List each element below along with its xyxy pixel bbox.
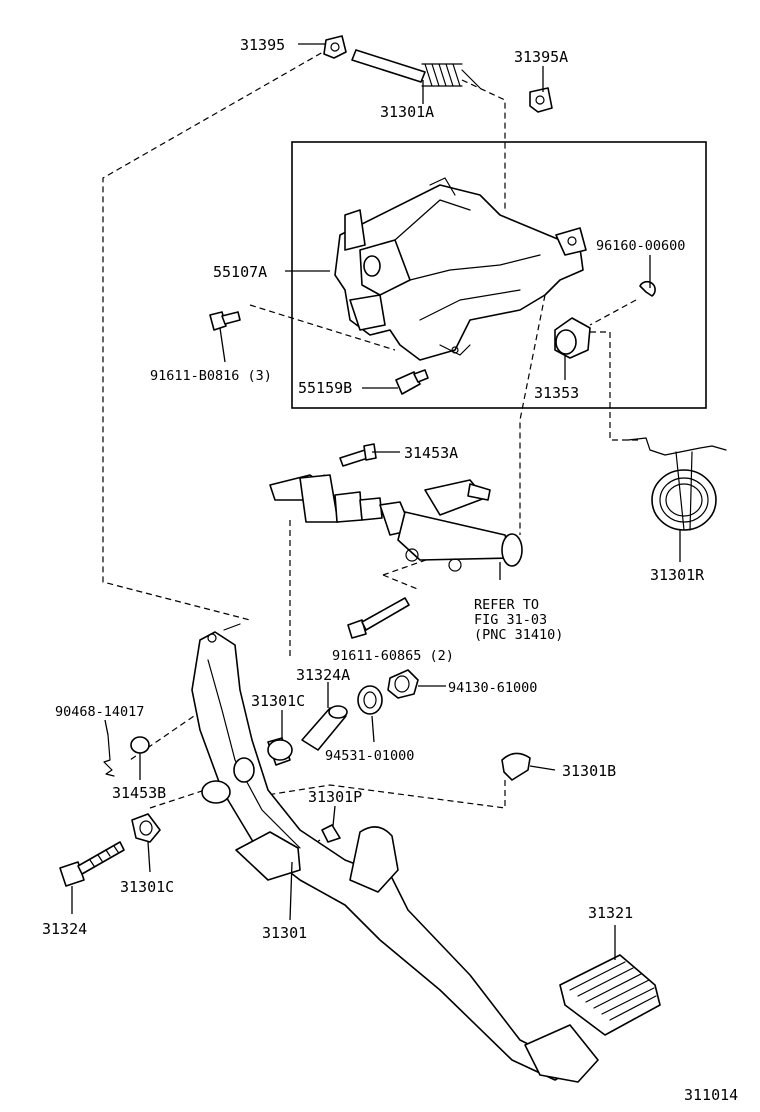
rod-spring-31301A: [351, 49, 481, 89]
bushing-31353: [554, 317, 591, 359]
bolt-31324: [59, 841, 125, 887]
clip-31395A: [529, 87, 553, 113]
label-91611-B0816: 91611-B0816 (3): [150, 368, 272, 384]
label-31395A: 31395A: [514, 48, 568, 66]
label-96160-00600: 96160-00600: [596, 238, 685, 254]
label-31301R: 31301R: [650, 566, 705, 584]
clip-31395: [323, 35, 347, 59]
leader-lines: [71, 43, 681, 960]
label-31301C-upper: 31301C: [251, 692, 305, 710]
grommet-31453B: [130, 736, 150, 754]
label-31301P: 31301P: [308, 788, 362, 806]
e-ring-96160-00600: [639, 280, 656, 297]
label-31301C-lower: 31301C: [120, 878, 174, 896]
label-31324: 31324: [42, 920, 87, 938]
label-31321: 31321: [588, 904, 633, 922]
label-55107A: 55107A: [213, 263, 267, 281]
bolt-91611-B0816: [209, 311, 241, 331]
return-spring-31301R: [627, 437, 727, 531]
refer-note-line3: (PNC 31410): [474, 627, 563, 643]
label-94531-01000: 94531-01000: [325, 748, 414, 764]
label-91611-60865: 91611-60865 (2): [332, 648, 454, 664]
nut-94130-61000: [387, 669, 419, 699]
bushing-31301C-upper: [267, 737, 293, 766]
bolt-91611-60865: [347, 597, 410, 639]
diagram-id: 311014: [684, 1086, 738, 1104]
pedal-pad-31321: [559, 954, 661, 1036]
label-94130-61000: 94130-61000: [448, 680, 537, 696]
pin-55159B: [395, 369, 429, 395]
label-90468-14017: 90468-14017: [55, 704, 144, 720]
bolt-31453A: [339, 443, 377, 467]
clip-31301P: [321, 824, 341, 843]
label-31301B: 31301B: [562, 762, 616, 780]
pedal-bracket-55107A: [334, 177, 587, 361]
label-31301: 31301: [262, 924, 307, 942]
collar-31324A: [301, 705, 348, 751]
refer-note-line2: FIG 31-03: [474, 612, 547, 628]
label-31353: 31353: [534, 384, 579, 402]
label-31395: 31395: [240, 36, 285, 54]
clutch-pedal-arm-31301: [191, 623, 573, 1081]
label-31453B: 31453B: [112, 784, 166, 802]
label-31453A: 31453A: [404, 444, 458, 462]
label-55159B: 55159B: [298, 379, 352, 397]
washer-94531-01000: [357, 685, 383, 715]
label-31324A: 31324A: [296, 666, 350, 684]
refer-note-line1: REFER TO: [474, 597, 539, 613]
label-31301A: 31301A: [380, 103, 434, 121]
bracket-subassembly-frame: [291, 141, 707, 409]
clip-90468-14017: [103, 734, 115, 777]
master-cylinder: [269, 474, 523, 572]
stopper-31301B: [501, 752, 531, 781]
pedal-foot-plate: [524, 1024, 599, 1083]
bushing-31301C-lower: [131, 813, 161, 843]
